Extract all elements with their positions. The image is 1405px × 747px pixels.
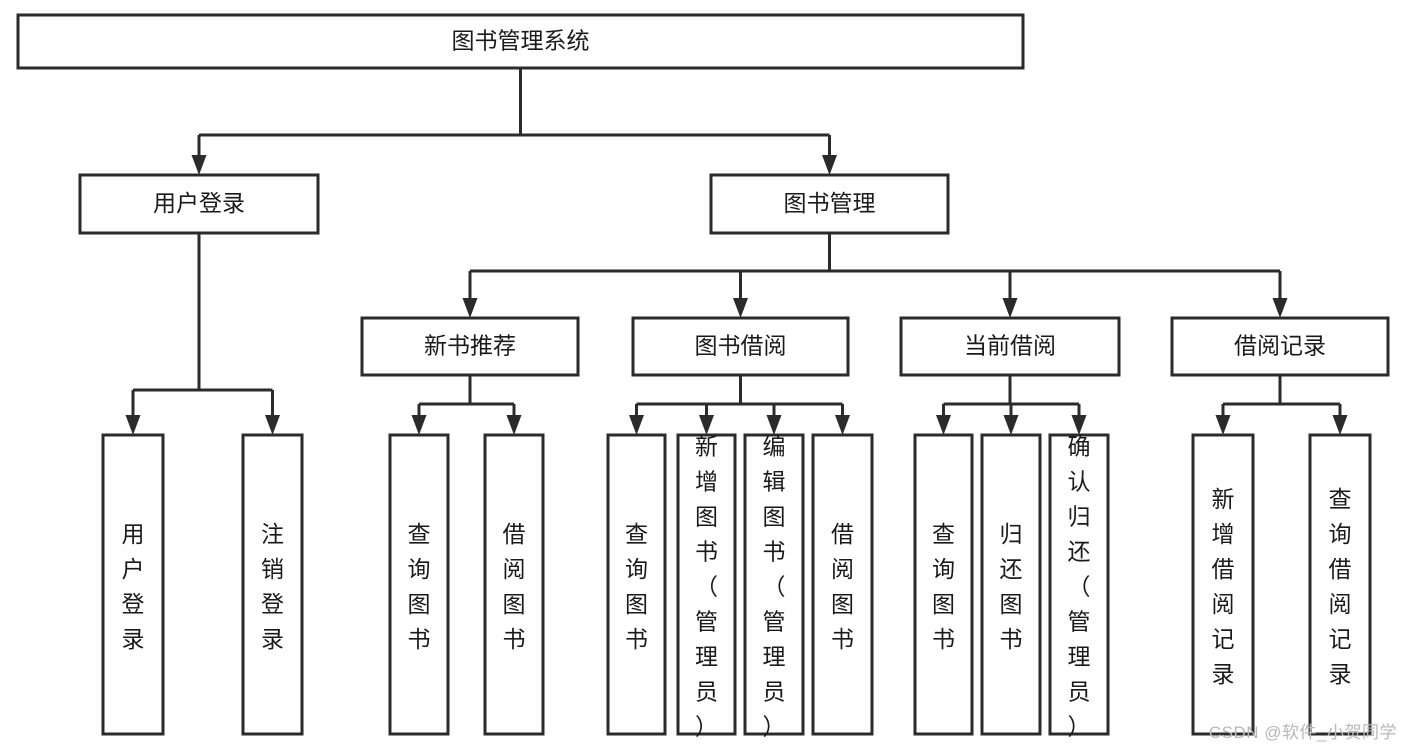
connector-group-新书推荐 [411, 375, 522, 435]
arrow-head-icon [1071, 415, 1087, 435]
node-box[interactable] [743, 433, 805, 736]
node-借阅图书[interactable]: 借阅图书 [483, 433, 545, 736]
node-box[interactable] [1308, 433, 1372, 736]
node-label: 用户登录 [122, 521, 145, 652]
arrow-head-icon [835, 415, 850, 435]
node-box[interactable] [980, 433, 1042, 736]
arrow-head-icon [265, 415, 280, 435]
node-label: 注销登录 [261, 521, 284, 652]
node-box[interactable] [1048, 433, 1110, 736]
node-查询借阅记录[interactable]: 查询借阅记录 [1308, 433, 1372, 736]
node-label: 新增图书（管理员） [695, 433, 718, 739]
node-label: 用户登录 [153, 190, 245, 216]
node-box[interactable] [360, 316, 580, 377]
node-box[interactable] [483, 433, 545, 736]
node-新书推荐[interactable]: 新书推荐 [360, 316, 580, 377]
node-当前借阅[interactable]: 当前借阅 [899, 316, 1121, 377]
node-label: 查询图书 [408, 521, 431, 652]
node-box[interactable] [899, 316, 1121, 377]
connector-group-图书借阅 [629, 375, 850, 435]
arrow-head-icon [699, 415, 714, 435]
node-label: 新书推荐 [424, 333, 516, 359]
node-图书管理[interactable]: 图书管理 [709, 173, 950, 235]
arrow-head-icon [506, 415, 522, 435]
node-新增借阅记录[interactable]: 新增借阅记录 [1191, 433, 1255, 736]
arrow-head-icon [411, 415, 427, 435]
node-label: 查询图书 [625, 521, 648, 652]
arrow-head-icon [822, 155, 837, 175]
arrow-head-icon [1003, 415, 1019, 435]
node-确认归还管理员[interactable]: 确认归还（管理员） [1048, 433, 1110, 739]
node-用户登录[interactable]: 用户登录 [101, 433, 165, 736]
node-归还图书[interactable]: 归还图书 [980, 433, 1042, 736]
node-box[interactable] [811, 433, 874, 736]
node-label: 图书借阅 [695, 333, 787, 359]
arrow-head-icon [1002, 298, 1018, 318]
node-label: 图书管理 [784, 190, 876, 216]
arrow-head-icon [1215, 415, 1231, 435]
node-查询图书[interactable]: 查询图书 [913, 433, 974, 736]
connector-group-图书管理系统 [191, 68, 837, 175]
node-box[interactable] [101, 433, 165, 736]
arrow-head-icon [462, 298, 478, 318]
node-label: 借阅记录 [1234, 333, 1326, 359]
node-box[interactable] [16, 13, 1025, 70]
arrow-head-icon [629, 415, 644, 435]
connector-group-用户登录 [125, 233, 280, 435]
node-查询图书[interactable]: 查询图书 [388, 433, 450, 736]
node-box[interactable] [78, 173, 320, 235]
node-box[interactable] [606, 433, 667, 736]
node-label: 新增借阅记录 [1212, 486, 1235, 687]
node-box[interactable] [913, 433, 974, 736]
node-label: 查询图书 [932, 521, 955, 652]
node-借阅图书[interactable]: 借阅图书 [811, 433, 874, 736]
node-layer: 图书管理系统用户登录图书管理新书推荐图书借阅当前借阅借阅记录用户登录注销登录查询… [16, 13, 1390, 739]
node-box[interactable] [709, 173, 950, 235]
node-借阅记录[interactable]: 借阅记录 [1170, 316, 1390, 377]
node-box[interactable] [631, 316, 850, 377]
arrow-head-icon [125, 415, 141, 435]
node-label: 当前借阅 [964, 333, 1056, 359]
connector-group-图书管理 [462, 233, 1288, 318]
connector-group-借阅记录 [1215, 375, 1348, 435]
node-用户登录[interactable]: 用户登录 [78, 173, 320, 235]
node-box[interactable] [388, 433, 450, 736]
connector-group-当前借阅 [936, 375, 1087, 435]
arrow-head-icon [733, 298, 748, 318]
arrow-head-icon [191, 155, 207, 175]
node-label: 查询借阅记录 [1329, 486, 1352, 687]
node-box[interactable] [676, 433, 737, 736]
arrow-head-icon [936, 415, 951, 435]
node-编辑图书管理员[interactable]: 编辑图书（管理员） [743, 433, 805, 739]
node-label: 确认归还（管理员） [1068, 433, 1091, 739]
node-label: 借阅图书 [503, 521, 526, 652]
arrow-head-icon [1272, 298, 1288, 318]
node-box[interactable] [1191, 433, 1255, 736]
node-label: 归还图书 [1000, 521, 1023, 652]
node-注销登录[interactable]: 注销登录 [241, 433, 304, 736]
node-图书管理系统[interactable]: 图书管理系统 [16, 13, 1025, 70]
arrow-head-icon [1332, 415, 1348, 435]
node-label: 借阅图书 [831, 521, 854, 652]
node-box[interactable] [1170, 316, 1390, 377]
node-label: 图书管理系统 [452, 28, 590, 54]
connector-layer [125, 68, 1348, 435]
arrow-head-icon [766, 415, 782, 435]
node-查询图书[interactable]: 查询图书 [606, 433, 667, 736]
node-新增图书管理员[interactable]: 新增图书（管理员） [676, 433, 737, 739]
node-图书借阅[interactable]: 图书借阅 [631, 316, 850, 377]
node-label: 编辑图书（管理员） [763, 433, 786, 739]
node-box[interactable] [241, 433, 304, 736]
